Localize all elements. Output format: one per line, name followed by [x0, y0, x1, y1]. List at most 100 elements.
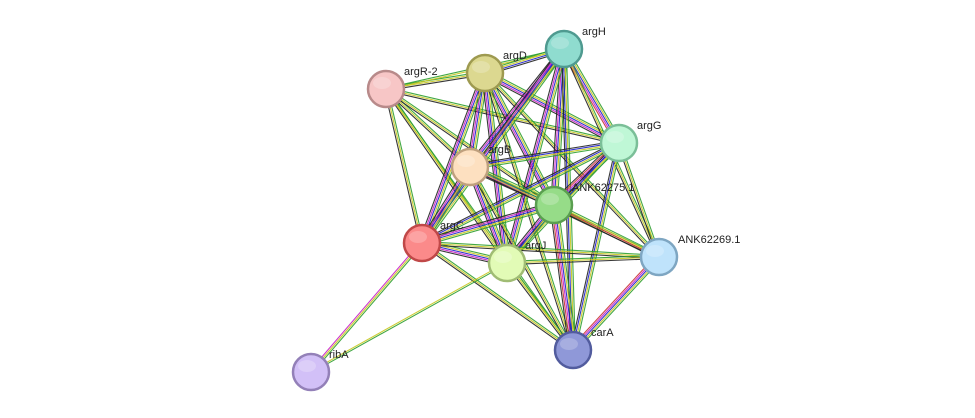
node-circle[interactable]: [450, 147, 490, 187]
edge-line: [506, 256, 660, 264]
network-nodes: argR-2 argD argH argG argB ANK62275.1 argC argJ…: [291, 26, 740, 392]
edge-argC-ribA[interactable]: [309, 241, 424, 374]
edge-line: [616, 143, 659, 258]
node-label: argB: [488, 144, 511, 156]
node-circle[interactable]: [639, 237, 679, 277]
node-highlight: [560, 338, 578, 350]
edge-argD-carA[interactable]: [482, 72, 576, 351]
edge-line: [549, 205, 570, 351]
node-argH[interactable]: argH: [544, 26, 606, 69]
node-circle[interactable]: [366, 69, 406, 109]
edge-line: [503, 48, 562, 263]
edge-line: [383, 89, 421, 244]
edge-argC-ANK62269.1[interactable]: [421, 240, 660, 260]
edge-line: [552, 205, 573, 351]
edge-argH-argJ[interactable]: [503, 48, 568, 264]
node-circle[interactable]: [544, 29, 584, 69]
node-circle[interactable]: [465, 53, 505, 93]
edge-line: [421, 204, 555, 244]
edge-argJ-ANK62269.1[interactable]: [506, 254, 660, 266]
edge-argR-2-argC[interactable]: [383, 88, 425, 244]
edge-line: [486, 72, 576, 350]
node-circle[interactable]: [534, 185, 574, 225]
node-highlight: [457, 155, 475, 167]
node-circle[interactable]: [402, 223, 442, 263]
node-ANK62269.1[interactable]: ANK62269.1: [639, 234, 740, 277]
node-highlight: [646, 245, 664, 257]
node-label: argJ: [525, 240, 546, 252]
edge-line: [310, 261, 507, 372]
node-label: argD: [503, 50, 527, 62]
node-highlight: [472, 61, 490, 73]
node-argB[interactable]: argB: [450, 144, 511, 187]
node-highlight: [606, 131, 624, 143]
edge-ANK62275.1-carA[interactable]: [549, 204, 578, 351]
edge-argC-carA[interactable]: [420, 241, 575, 352]
edge-line: [422, 206, 555, 246]
node-label: argH: [582, 26, 606, 38]
edge-line: [422, 49, 566, 245]
edge-line: [574, 258, 662, 353]
edge-line: [420, 201, 554, 241]
edge-line: [311, 243, 424, 374]
edge-line: [467, 46, 562, 166]
edge-line: [421, 202, 554, 242]
edge-line: [554, 203, 660, 257]
edge-line: [385, 88, 620, 144]
edge-line: [309, 241, 422, 372]
edge-argG-carA[interactable]: [570, 142, 622, 351]
edge-line: [554, 202, 661, 256]
edge-line: [310, 242, 423, 373]
node-circle[interactable]: [487, 243, 527, 283]
node-argJ[interactable]: argJ: [487, 240, 546, 283]
edge-argG-ANK62269.1[interactable]: [616, 142, 662, 258]
edge-ANK62275.1-ANK62269.1[interactable]: [552, 202, 661, 260]
edge-line: [508, 49, 567, 264]
edge-line: [572, 256, 660, 351]
node-circle[interactable]: [599, 123, 639, 163]
edge-line: [418, 71, 483, 243]
edge-line: [421, 242, 660, 258]
edge-line: [386, 87, 556, 205]
node-ribA[interactable]: ribA: [291, 349, 349, 392]
node-circle[interactable]: [553, 330, 593, 370]
node-carA[interactable]: carA: [553, 327, 614, 370]
edge-line: [484, 72, 508, 264]
node-argG[interactable]: argG: [599, 120, 661, 163]
edge-ANK62269.1-carA[interactable]: [570, 254, 662, 353]
edge-line: [486, 72, 510, 263]
edge-line: [468, 47, 564, 167]
node-label: argR-2: [404, 66, 438, 78]
edge-argJ-ribA[interactable]: [310, 261, 508, 374]
node-highlight: [373, 77, 391, 89]
node-circle[interactable]: [291, 352, 331, 392]
edge-line: [506, 254, 659, 262]
edge-line: [470, 143, 620, 169]
edge-ANK62275.1-argC[interactable]: [420, 201, 556, 247]
edge-line: [571, 142, 619, 350]
edge-line: [570, 254, 658, 349]
edge-line: [422, 240, 660, 256]
edge-line: [484, 72, 660, 258]
edge-argD-argC[interactable]: [418, 71, 489, 245]
node-highlight: [541, 193, 559, 205]
edge-line: [484, 72, 574, 351]
edge-line: [554, 204, 575, 350]
edge-line: [422, 144, 621, 246]
edge-line: [469, 141, 619, 167]
node-argD[interactable]: argD: [465, 50, 527, 93]
edge-line: [574, 143, 622, 351]
edge-line: [419, 72, 485, 243]
node-highlight: [409, 231, 427, 243]
edge-argG-argB[interactable]: [469, 140, 620, 170]
node-ANK62275.1[interactable]: ANK62275.1: [534, 182, 634, 225]
edge-line: [573, 257, 661, 352]
node-argR-2[interactable]: argR-2: [366, 66, 438, 109]
edge-line: [387, 88, 425, 243]
edge-line: [485, 71, 620, 143]
node-label: ANK62269.1: [678, 234, 740, 246]
edge-argR-2-carA[interactable]: [384, 88, 575, 351]
node-argC[interactable]: argC: [402, 220, 464, 263]
edge-line: [551, 205, 572, 351]
